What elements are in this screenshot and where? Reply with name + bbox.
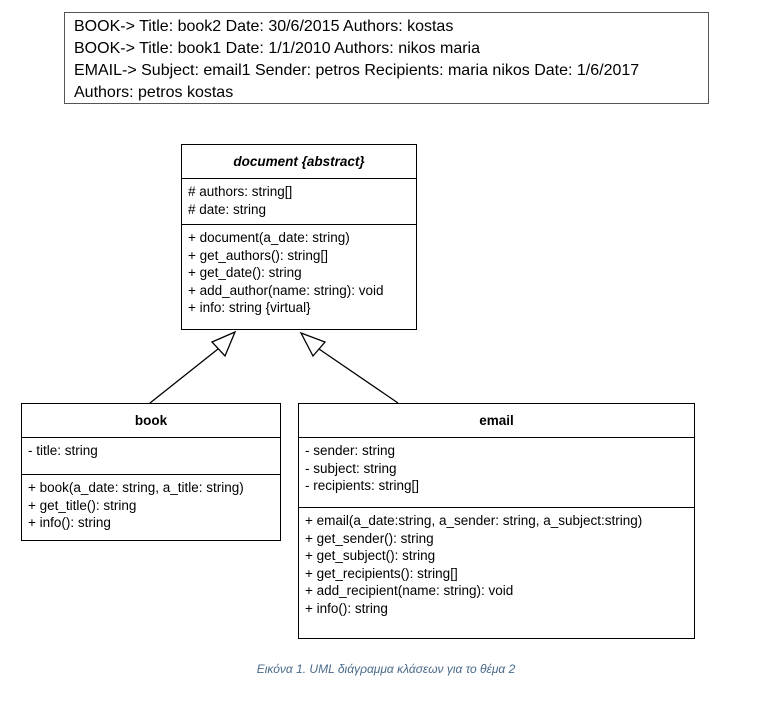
figure-caption: Εικόνα 1. UML διάγραμμα κλάσεων για το θ…: [256, 662, 516, 676]
attribute: - recipients: string[]: [305, 478, 420, 493]
method: + get_subject(): string: [305, 548, 436, 563]
attribute: - title: string: [28, 443, 98, 458]
class-name: document {abstract}: [182, 145, 416, 179]
output-line: EMAIL-> Subject: email1 Sender: petros R…: [74, 62, 640, 79]
output-line: Authors: petros kostas: [74, 84, 234, 101]
methods-section: + book(a_date: string, a_title: string) …: [22, 475, 280, 540]
attributes-section: # authors: string[] # date: string: [182, 179, 416, 225]
class-name: book: [22, 404, 280, 438]
class-name: email: [299, 404, 694, 438]
attribute: # date: string: [188, 201, 267, 217]
method: + book(a_date: string, a_title: string): [28, 480, 244, 495]
method: + get_title(): string: [28, 497, 137, 513]
method: + get_recipients(): string[]: [305, 565, 458, 581]
email-inheritance-line: [318, 348, 399, 404]
book-inheritance-line: [149, 348, 219, 404]
methods-section: + document(a_date: string) + get_authors…: [182, 225, 416, 329]
attributes-section: - sender: string - subject: string - rec…: [299, 438, 694, 508]
method: + info(): string: [28, 515, 111, 530]
class-book: book - title: string + book(a_date: stri…: [21, 403, 281, 541]
methods-section: + email(a_date:string, a_sender: string,…: [299, 508, 694, 638]
method: + email(a_date:string, a_sender: string,…: [305, 513, 643, 528]
method: + document(a_date: string): [188, 230, 350, 245]
book-inheritance-arrowhead: [210, 330, 237, 358]
method: + info(): string: [305, 600, 388, 616]
attributes-section: - title: string: [22, 438, 280, 475]
class-email: email - sender: string - subject: string…: [298, 403, 695, 639]
attribute: - sender: string: [305, 443, 396, 458]
attribute: - subject: string: [305, 460, 397, 476]
method: + add_recipient(name: string): void: [305, 583, 514, 598]
output-line: BOOK-> Title: book2 Date: 30/6/2015 Auth…: [74, 18, 454, 35]
method: + get_authors(): string[]: [188, 247, 328, 263]
method: + info: string {virtual}: [188, 300, 311, 315]
method: + get_date(): string: [188, 265, 302, 280]
email-inheritance-arrowhead: [299, 331, 327, 358]
output-line: BOOK-> Title: book1 Date: 1/1/2010 Autho…: [74, 40, 480, 57]
console-output-box: BOOK-> Title: book2 Date: 30/6/2015 Auth…: [64, 12, 709, 104]
method: + add_author(name: string): void: [188, 282, 384, 298]
class-document: document {abstract} # authors: string[] …: [181, 144, 417, 330]
method: + get_sender(): string: [305, 530, 434, 546]
attribute: # authors: string[]: [188, 184, 293, 199]
